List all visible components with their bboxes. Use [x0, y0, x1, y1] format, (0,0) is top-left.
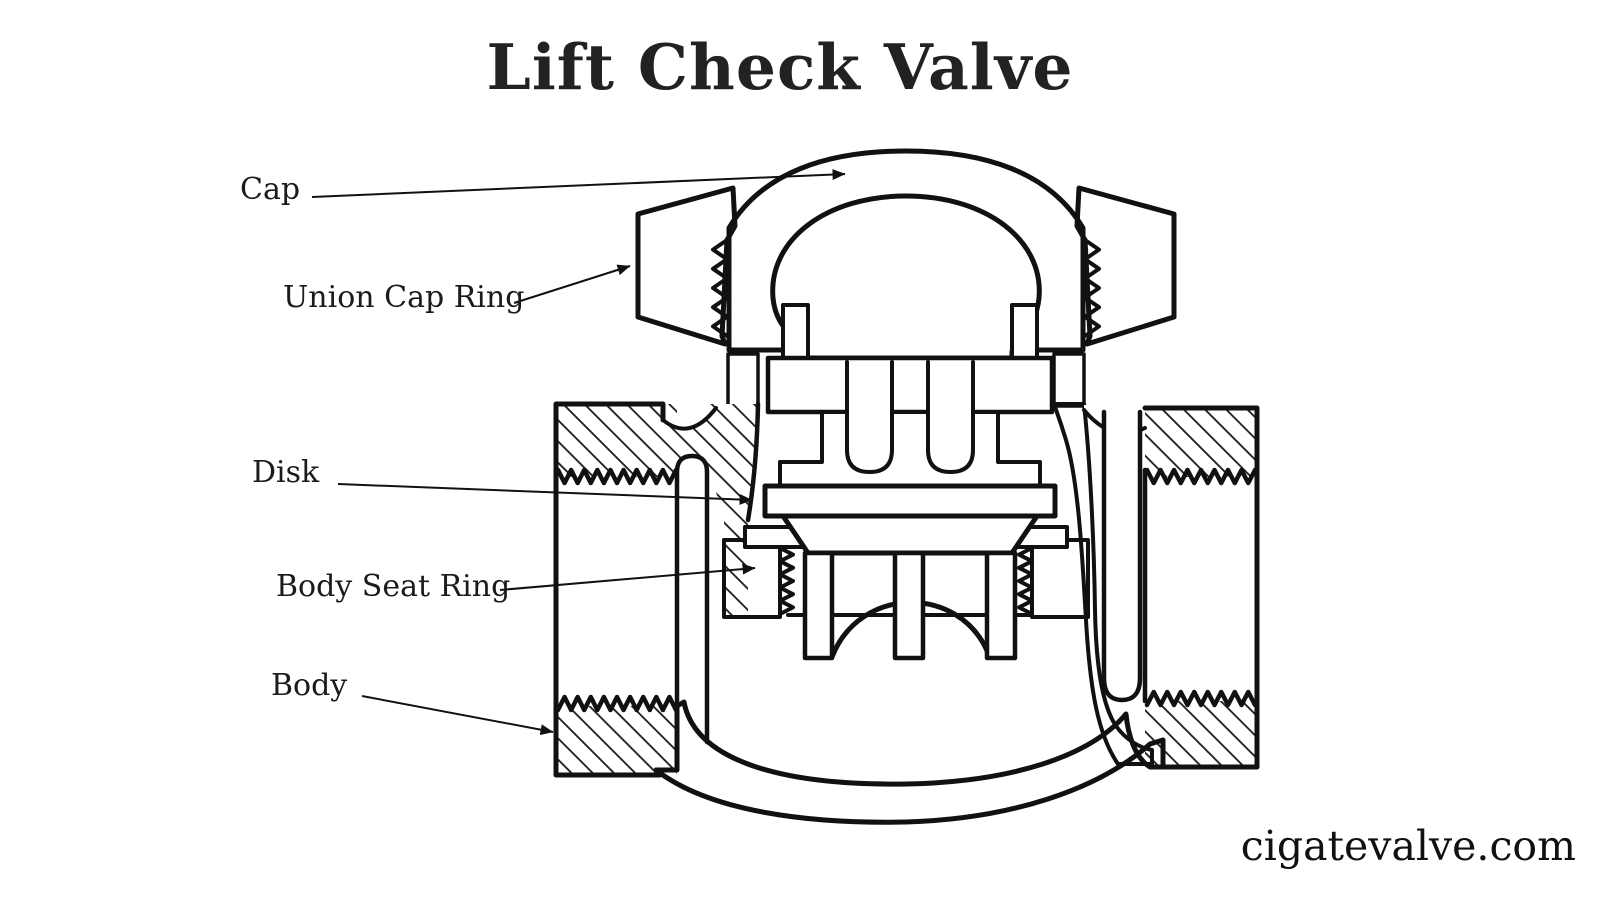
cap-dome-section: [726, 148, 1086, 353]
disk-guide-slot-right-edge: [926, 360, 975, 474]
union-cap-ring-leader-line: [513, 264, 631, 304]
cap-leader-line: [311, 169, 846, 198]
right-port-top-threads: [1144, 467, 1258, 486]
label-body-seat-ring: Body Seat Ring: [276, 569, 511, 604]
label-cap: Cap: [240, 172, 301, 207]
union-ring-right-threads: [1083, 238, 1101, 338]
body-bowl-section: [653, 699, 1166, 825]
cap-interior-cavity: [770, 193, 1042, 361]
union-cap-ring-right-section: [1074, 185, 1177, 347]
right-port-bottom-threads: [1144, 689, 1258, 708]
disk-guide-slot-left-edge: [845, 360, 894, 474]
body-seat-ring-right-section: [1030, 538, 1090, 619]
watermark-text: cigatevalve.com: [1240, 822, 1576, 870]
left-port-inner-channel: [677, 456, 707, 742]
body-outlines: [553, 401, 1260, 778]
right-partition-wall: [1052, 402, 1154, 766]
left-cavity-boundary-edge: [745, 401, 761, 523]
thread-zigzags: [555, 238, 1258, 713]
disk-leader-line: [337, 483, 753, 506]
page-title: Lift Check Valve: [486, 30, 1074, 104]
disk-seat-cone: [780, 513, 1040, 556]
disk-assembly: [743, 303, 1069, 661]
disk-guide-slot-right: [928, 362, 973, 472]
seat-ring-right-threads: [1017, 546, 1034, 616]
bonnet-neck-right: [1052, 352, 1086, 408]
disk-stem-post-left: [781, 303, 810, 362]
left-port-bottom-threads: [555, 694, 679, 713]
left-shoulder-edge: [661, 406, 718, 431]
bonnet-neck-left: [726, 352, 760, 408]
left-port-top-threads: [555, 467, 679, 486]
disk-guide-leg-center: [892, 550, 926, 661]
right-port-inner-channel-edge: [1101, 409, 1143, 703]
disk-guide-hanger: [778, 410, 1042, 488]
body-seat-ring-leader-line: [499, 563, 756, 591]
right-port-upper-wall: [1145, 408, 1257, 477]
label-body: Body: [271, 668, 348, 703]
left-port-outline: [553, 401, 666, 778]
disk-plate: [762, 483, 1058, 519]
disk-guide-slot-left: [847, 362, 892, 472]
body-leader-line: [361, 695, 554, 736]
label-disk: Disk: [252, 455, 320, 490]
union-ring-left-threads: [711, 238, 729, 338]
union-cap-ring-left-section: [635, 185, 738, 347]
left-port-upper-wall: [556, 404, 677, 477]
disk-guide-leg-left: [802, 550, 835, 661]
disk-guide-flange: [765, 355, 1055, 415]
leader-lines: [311, 169, 846, 736]
disk-guide-leg-right: [984, 550, 1018, 661]
label-union-cap-ring: Union Cap Ring: [283, 280, 525, 315]
left-port-lower-wall: [556, 706, 677, 775]
right-port-outline: [1142, 405, 1260, 770]
right-port-inner-channel: [1104, 412, 1140, 700]
disk-stem-post-right: [1010, 303, 1039, 362]
seat-ring-left-threads: [778, 546, 795, 616]
left-port-inner-channel-edge: [674, 453, 710, 745]
